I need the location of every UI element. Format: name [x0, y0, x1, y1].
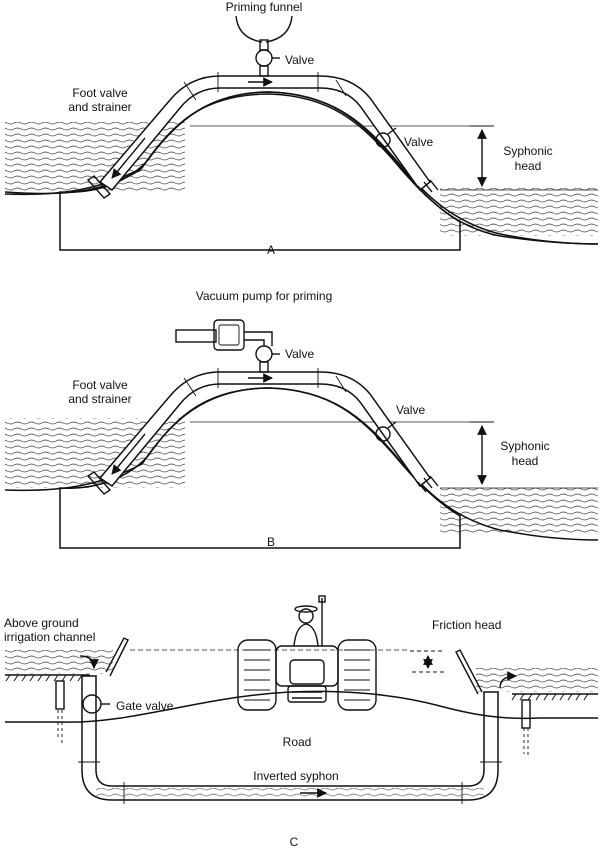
panel-b-top-valve: [255, 345, 273, 363]
panel-b-letter: B: [267, 535, 275, 549]
panel-b-priming-label: Vacuum pump for priming: [196, 289, 333, 303]
panel-c-friction-head-label: Friction head: [432, 618, 501, 632]
panel-a-pipe: [98, 75, 432, 192]
panel-c-channel-label-2: irrigation channel: [4, 630, 95, 644]
panel-b: Vacuum pump for priming Valve Foot valve…: [4, 289, 599, 549]
panel-a-valve-top-label: Valve: [285, 53, 314, 67]
panel-a-valve-side-label: Valve: [404, 135, 433, 149]
panel-a: Priming funnel Valve Foot valve and stra…: [4, 0, 599, 257]
panel-b-foot-valve-label-1: Foot valve: [72, 378, 128, 392]
panel-b-head-label-1: Syphonic: [500, 439, 549, 453]
panel-a-foot-valve-label-2: and strainer: [68, 100, 131, 114]
panel-b-ground-line: [4, 387, 599, 541]
panel-b-side-valve: [375, 426, 391, 442]
panel-b-foot-valve-label-2: and strainer: [68, 392, 131, 406]
panel-c-road-label: Road: [283, 735, 312, 749]
panel-a-head-label-2: head: [515, 159, 542, 173]
panel-a-letter: A: [267, 243, 275, 257]
panel-c-road: [5, 690, 598, 723]
panel-a-side-valve: [375, 132, 391, 148]
panel-a-foot-valve-label-1: Foot valve: [72, 86, 128, 100]
panel-b-valve-top-label: Valve: [285, 347, 314, 361]
panel-c-letter: C: [290, 835, 299, 849]
panel-c-tractor: [237, 595, 377, 711]
panel-b-right-water: [440, 486, 598, 534]
panel-b-vacuum-pump: [175, 319, 273, 351]
panel-a-foot-valve: [86, 175, 112, 199]
panel-b-valve-side-label: Valve: [396, 403, 425, 417]
panel-c-left-channel-water: [5, 650, 113, 674]
panel-b-foot-valve: [86, 471, 112, 495]
panel-c: Above ground irrigation channel Gate val…: [4, 595, 598, 849]
panel-a-ground-line: [4, 91, 599, 245]
panel-c-inverted-label: Inverted syphon: [253, 769, 338, 783]
panel-c-right-channel-water: [476, 668, 598, 692]
panel-a-head-label-1: Syphonic: [503, 144, 552, 158]
panel-a-top-valve: [255, 49, 273, 67]
panel-c-channel-label-1: Above ground: [4, 616, 79, 630]
panel-a-priming-label: Priming funnel: [226, 0, 303, 14]
panel-a-priming-funnel: [235, 15, 293, 43]
panel-a-right-water: [440, 188, 598, 236]
panel-c-gate-valve-label: Gate valve: [116, 699, 174, 713]
panel-b-head-label-2: head: [512, 454, 539, 468]
panel-b-pipe: [98, 371, 432, 488]
